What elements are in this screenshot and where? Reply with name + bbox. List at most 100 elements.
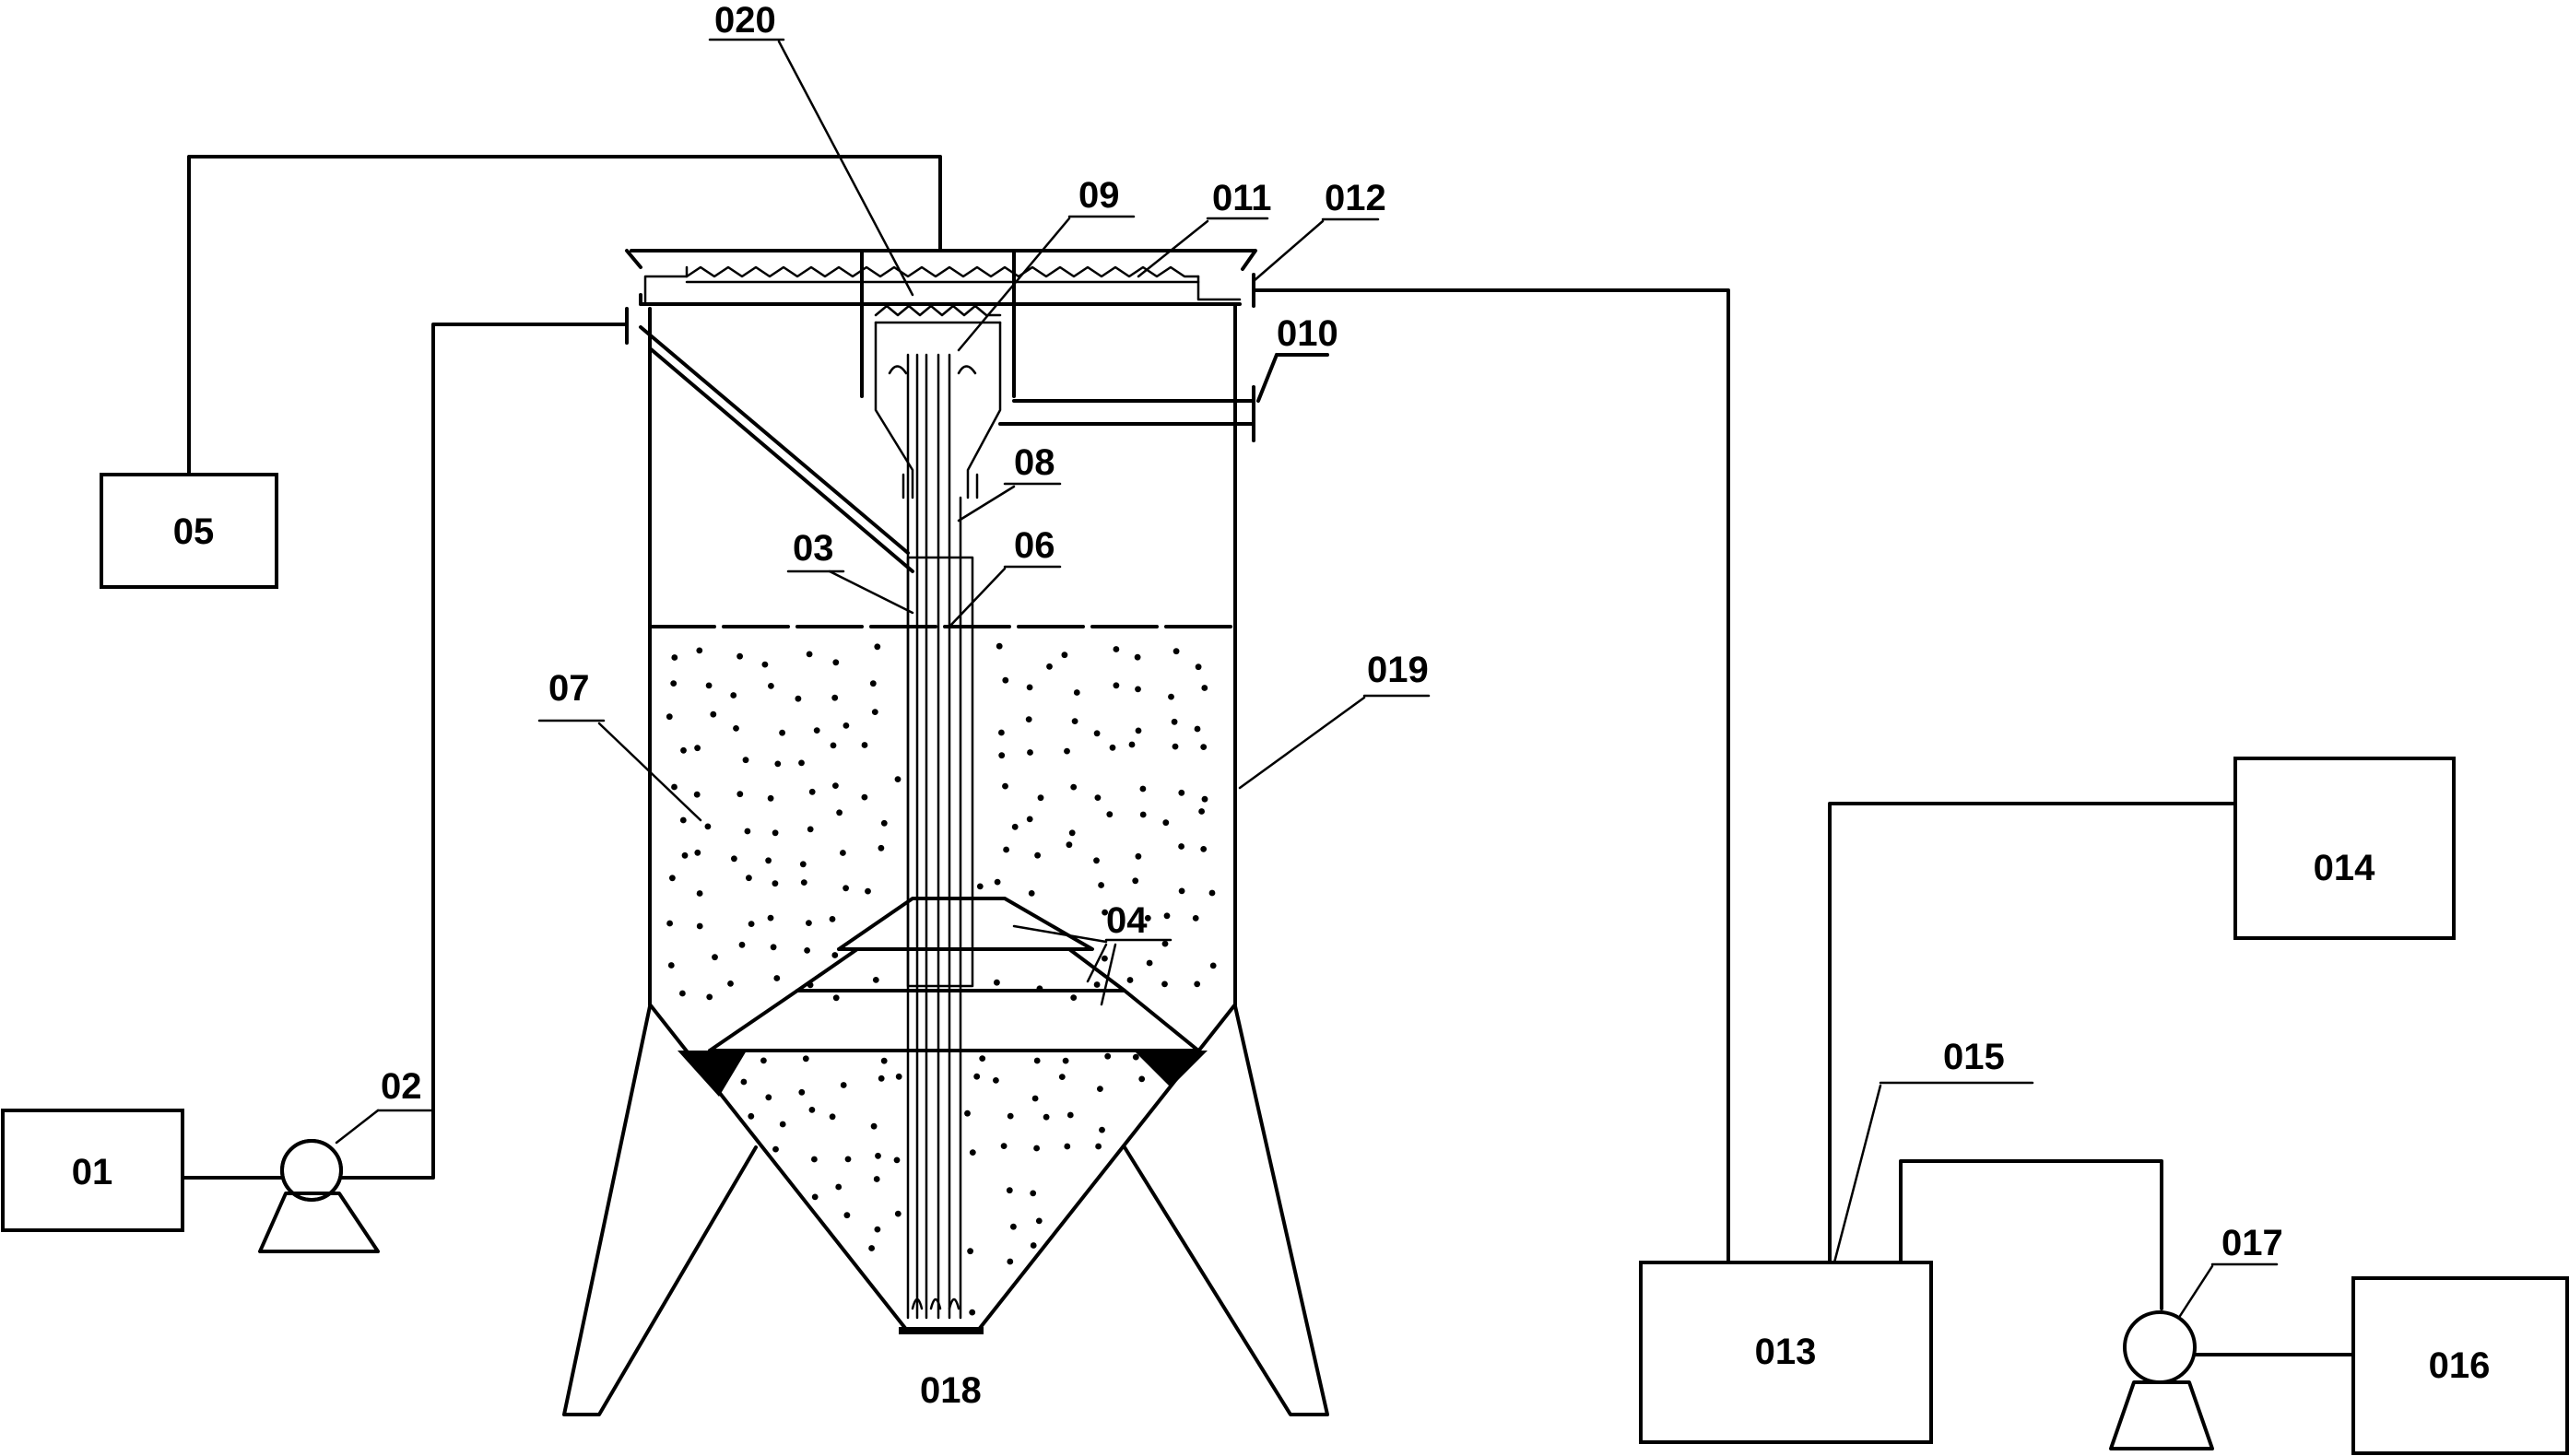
sludge-dot [671, 654, 678, 661]
sludge-dot [1162, 819, 1170, 827]
sludge-dot [696, 922, 703, 930]
sludge-dot [829, 916, 836, 922]
sludge-dot [680, 746, 687, 754]
sludge-dot [832, 782, 839, 789]
sludge-dot [1135, 852, 1142, 860]
sludge-dot [798, 759, 805, 767]
sludge-dot [1028, 890, 1035, 897]
sludge-dot [666, 920, 673, 927]
sludge-dot [798, 1088, 806, 1096]
sludge-dot [1030, 1242, 1037, 1249]
sludge-dot [1010, 1223, 1017, 1230]
sludge-dot [1093, 730, 1101, 737]
component-014: 014 [2233, 757, 2456, 940]
sludge-dot [894, 776, 902, 782]
sludge-dot [976, 883, 984, 890]
sludge-dot [804, 947, 810, 954]
sludge-dot [996, 642, 1003, 650]
sludge-dot [679, 990, 686, 997]
sludge-dot [1128, 741, 1136, 748]
label-01: 01 [72, 1152, 113, 1192]
sludge-dot [880, 1057, 888, 1064]
sludge-dot [694, 745, 701, 752]
sludge-dot [808, 1107, 816, 1113]
label-014: 014 [2314, 848, 2375, 888]
sludge-dot [1178, 789, 1185, 796]
sludge-dot [1163, 912, 1171, 920]
sludge-dot [994, 979, 1000, 986]
sludge-dot [779, 729, 785, 736]
sludge-dot [1146, 959, 1153, 967]
label-07: 07 [548, 668, 590, 709]
sludge-dot [1068, 829, 1076, 837]
sludge-dot [1025, 716, 1032, 722]
sludge-dot [979, 1055, 986, 1062]
label-019: 019 [1367, 650, 1429, 690]
sludge-dot [993, 1077, 999, 1084]
sludge-dot [1002, 782, 1008, 790]
sludge-dot [748, 921, 755, 927]
sludge-dot [1007, 1112, 1014, 1120]
sludge-dot [770, 944, 777, 951]
sludge-dot [1046, 663, 1053, 670]
sludge-dot [694, 849, 701, 856]
sludge-dot [811, 1193, 819, 1201]
sludge-dot [1037, 794, 1044, 802]
sludge-dot [1173, 648, 1180, 655]
sludge-dot [1102, 955, 1108, 962]
sludge-dot [1066, 841, 1073, 849]
sludge-dot [1033, 1057, 1041, 1064]
sludge-dot [865, 887, 871, 895]
line-012-to-013 [1252, 288, 1730, 1264]
sludge-dot [1132, 877, 1139, 885]
sludge-dot [733, 725, 739, 732]
sludge-dot [873, 1176, 880, 1182]
feed-pipe-03 [639, 325, 914, 573]
sludge-dot [1168, 693, 1174, 700]
label-06: 06 [1014, 525, 1055, 566]
sludge-dot [871, 709, 878, 715]
sludge-dot [1058, 1074, 1066, 1080]
sludge-dot [894, 1210, 902, 1217]
sludge-dot [1027, 749, 1033, 756]
component-01: 01 [1, 1109, 184, 1232]
baffles-04 [678, 897, 1208, 1097]
sludge-dot [706, 993, 713, 1001]
sludge-dot [802, 1055, 809, 1063]
sludge-dot [1201, 685, 1208, 691]
sludge-dot [748, 1112, 755, 1120]
sludge-dot [1026, 816, 1033, 823]
sludge-dot [831, 952, 839, 958]
sludge-dot [779, 1121, 786, 1128]
sludge-dot [1064, 1143, 1071, 1150]
sludge-dot [1161, 980, 1168, 988]
label-04: 04 [1106, 900, 1148, 941]
label-08: 08 [1014, 442, 1055, 483]
label-03: 03 [793, 528, 834, 569]
sludge-dot [772, 880, 779, 887]
sludge-dot [895, 1073, 902, 1080]
sludge-dot [811, 1156, 818, 1163]
sludge-dot [712, 954, 718, 961]
label-017: 017 [2221, 1223, 2283, 1263]
sludge-dot [1106, 811, 1114, 818]
sludge-dot [767, 794, 774, 802]
sludge-dot [669, 875, 676, 882]
sludge-dot [799, 861, 807, 868]
sludge-dot [1201, 795, 1208, 803]
sludge-dot [705, 682, 713, 689]
sludge-dot [998, 729, 1005, 736]
sludge-dot [835, 1183, 843, 1191]
sludge-dot [832, 994, 840, 1002]
sludge-dot [1094, 794, 1102, 801]
sludge-dot [806, 651, 813, 658]
sludge-dot [1200, 744, 1208, 750]
sludge-dot [767, 914, 774, 922]
sludge-dot [710, 710, 717, 718]
sludge-dot [746, 875, 752, 882]
sludge-bed-07 [666, 642, 1217, 1316]
pump-02-icon [258, 1139, 380, 1253]
sludge-dot [1070, 994, 1078, 1001]
sludge-dot [880, 819, 888, 827]
sludge-dot [1006, 1187, 1013, 1194]
